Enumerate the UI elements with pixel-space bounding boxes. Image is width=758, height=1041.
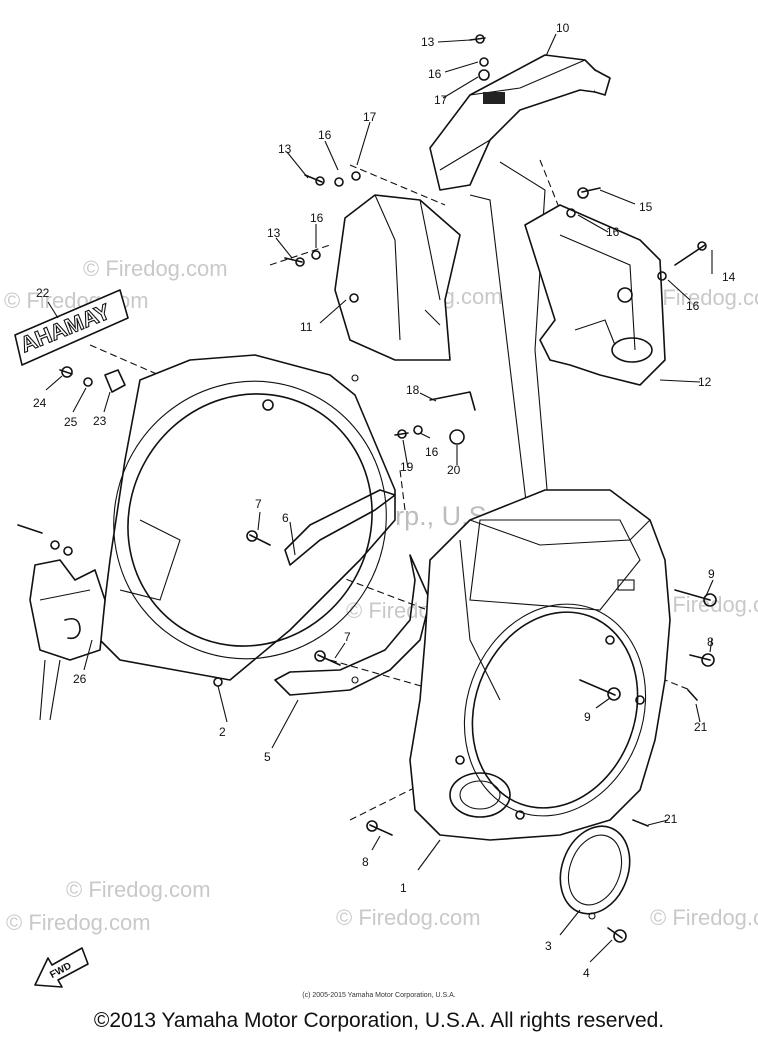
callout-7: 7 <box>344 630 351 644</box>
part-5-gasket <box>274 489 431 696</box>
leader-lines <box>45 33 714 963</box>
callout-13: 13 <box>421 35 435 49</box>
callout-1: 1 <box>400 881 407 895</box>
callout-23: 23 <box>93 414 107 428</box>
callout-16: 16 <box>425 445 439 459</box>
callout-13: 13 <box>267 226 281 240</box>
callout-3: 3 <box>545 939 552 953</box>
callout-numbers: 1 2 3 4 5 6 7 7 8 8 9 9 10 11 12 13 13 1… <box>33 21 736 980</box>
small-copyright: (c) 2005-2015 Yamaha Motor Corporation, … <box>302 992 456 999</box>
callout-25: 25 <box>64 415 78 429</box>
watermark-firedog: © Firedog.com <box>66 877 211 902</box>
callout-22: 22 <box>36 286 50 300</box>
callout-5: 5 <box>264 750 271 764</box>
watermark-firedog: © Firedog.com <box>6 910 151 935</box>
callout-16: 16 <box>310 211 324 225</box>
fwd-arrow: FWD <box>34 947 89 988</box>
watermark-firedog: © Firedog.com <box>650 905 758 930</box>
callout-11: 11 <box>300 320 313 334</box>
copyright-notice: ©2013 Yamaha Motor Corporation, U.S.A. A… <box>93 1009 665 1032</box>
callout-14: 14 <box>722 270 736 284</box>
watermark-firedog: © Firedog.com <box>336 905 481 930</box>
callout-21: 21 <box>664 812 678 826</box>
callout-16: 16 <box>686 299 700 313</box>
callout-19: 19 <box>400 460 414 474</box>
callout-26: 26 <box>73 672 87 686</box>
part-12-bracket-plate <box>524 204 666 386</box>
hardware <box>17 34 717 943</box>
callout-9: 9 <box>708 567 715 581</box>
part-11-front-cover <box>334 194 461 361</box>
part-26-ignition-unit <box>29 559 106 721</box>
callout-6: 6 <box>282 511 289 525</box>
callout-16: 16 <box>606 225 620 239</box>
watermark-firedog: © Firedog.com <box>83 256 228 281</box>
callout-21: 21 <box>694 720 708 734</box>
callout-8: 8 <box>707 635 714 649</box>
callout-20: 20 <box>447 463 461 477</box>
callout-2: 2 <box>219 725 226 739</box>
callout-15: 15 <box>639 200 653 214</box>
callout-13: 13 <box>278 142 292 156</box>
callout-7: 7 <box>255 497 262 511</box>
callout-24: 24 <box>33 396 47 410</box>
part-1-crankcase <box>409 489 671 841</box>
callout-17: 17 <box>363 110 377 124</box>
callout-17: 17 <box>434 93 448 107</box>
callout-16: 16 <box>428 67 442 81</box>
callout-4: 4 <box>583 966 590 980</box>
part-2-flywheel-cover <box>99 354 396 687</box>
callout-12: 12 <box>698 375 712 389</box>
callout-10: 10 <box>556 21 570 35</box>
callout-18: 18 <box>406 383 420 397</box>
callout-9: 9 <box>584 710 591 724</box>
callout-8: 8 <box>362 855 369 869</box>
part-3-cover-plate <box>559 825 631 920</box>
part-10-top-shroud <box>429 54 611 191</box>
callout-16: 16 <box>318 128 332 142</box>
